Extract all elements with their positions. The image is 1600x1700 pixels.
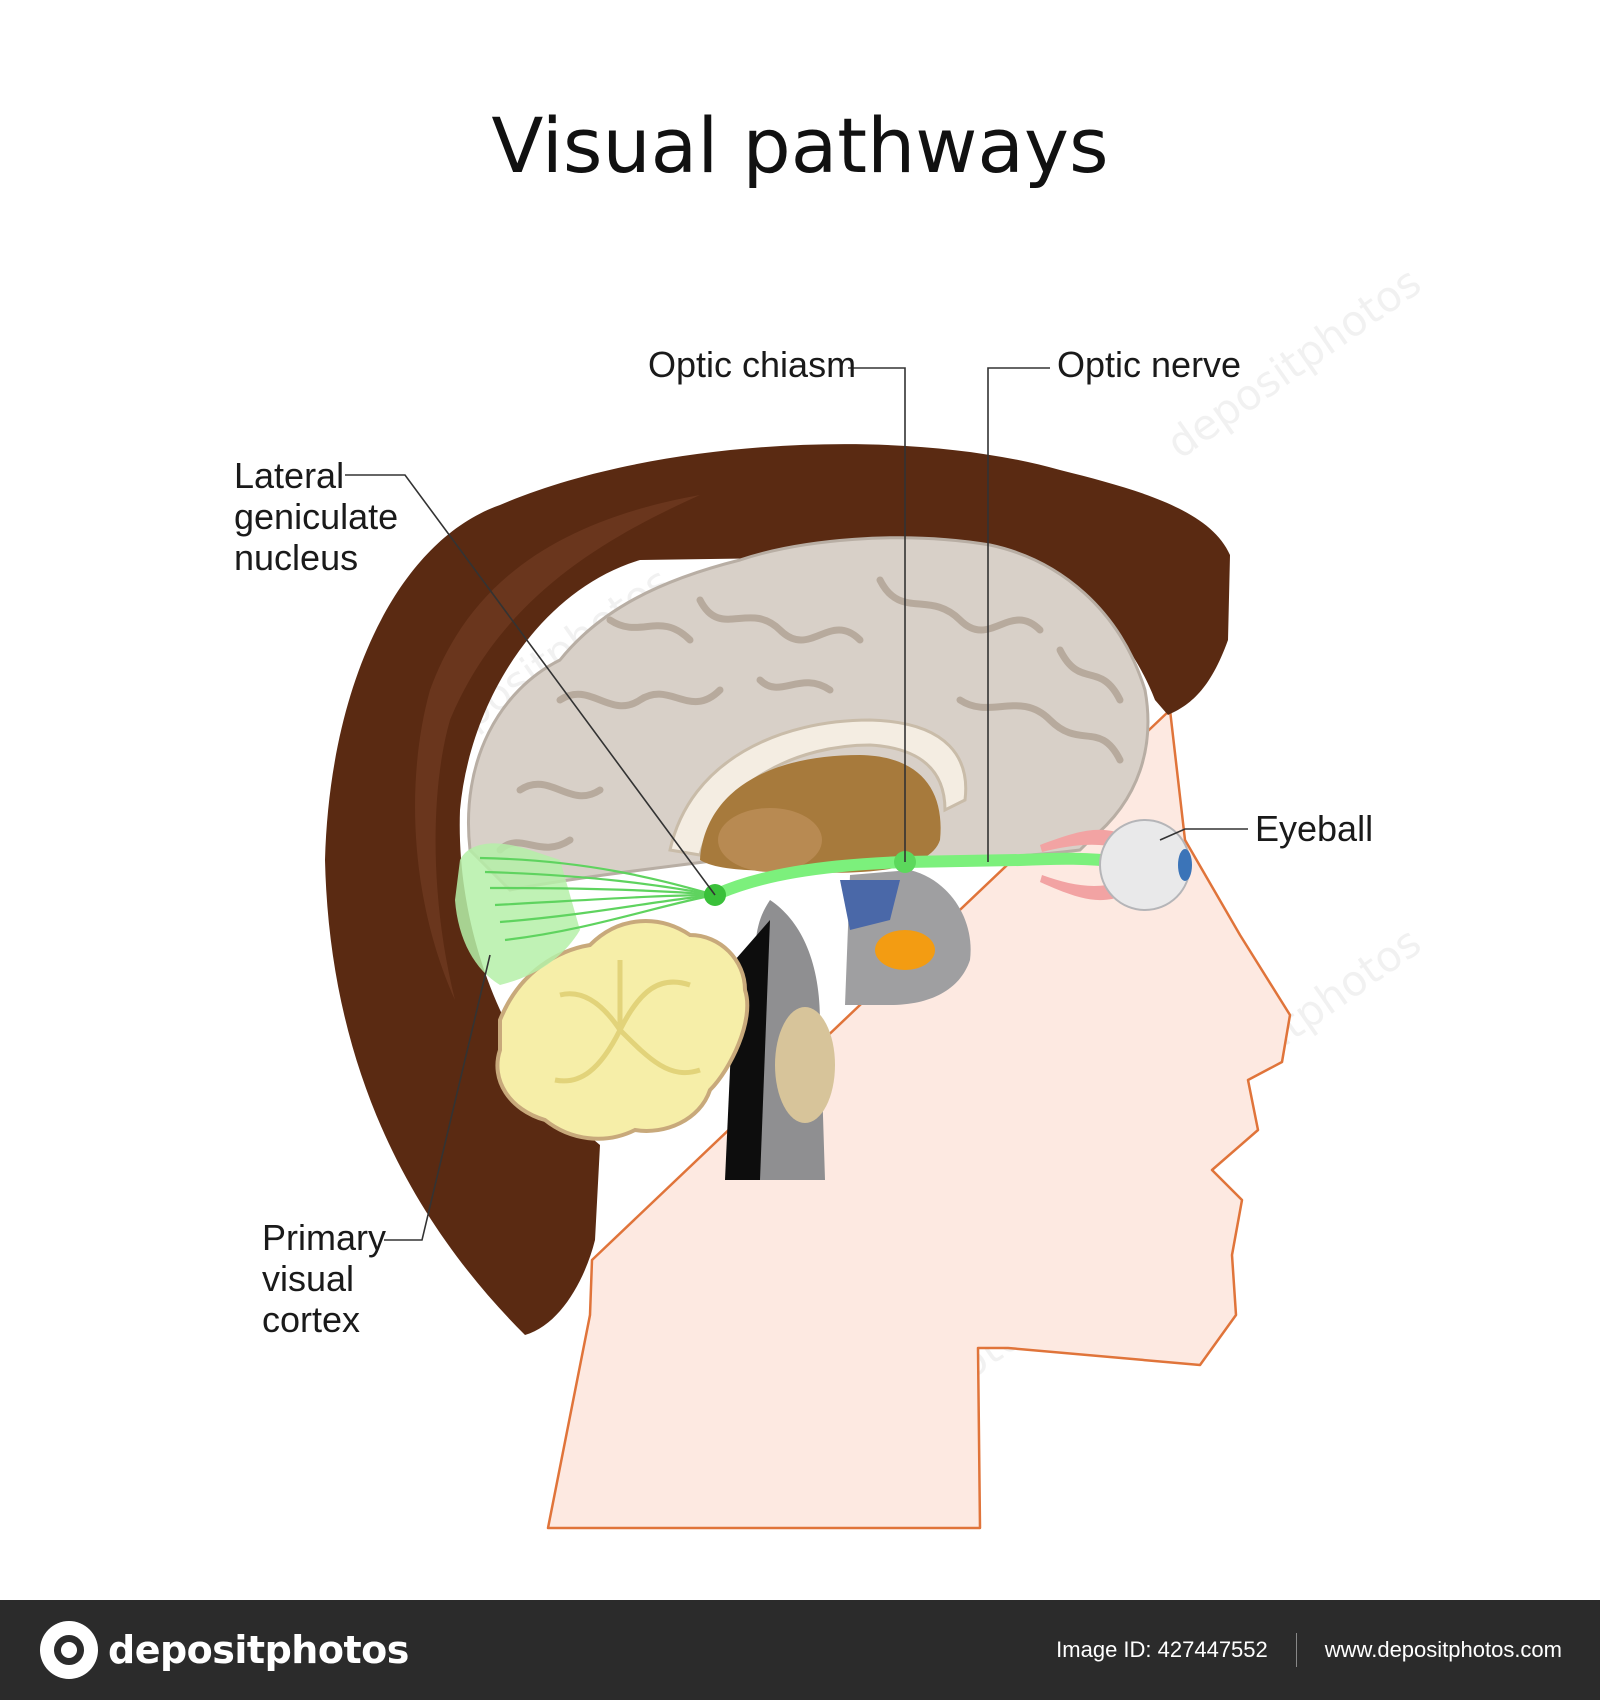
eye-iris [1178, 849, 1192, 881]
primary-visual-cortex [455, 843, 580, 985]
footer-bar: depositphotos Image ID: 427447552 www.de… [0, 1600, 1600, 1700]
leader-lines [345, 367, 1248, 1241]
label-pvc-line1: Primary [262, 1217, 386, 1258]
corpus-callosum [668, 718, 968, 857]
eye-muscle-upper [1040, 829, 1125, 852]
label-pvc-line3: cortex [262, 1299, 360, 1340]
label-eyeball: Eyeball [1255, 808, 1373, 849]
eye-muscle-lower [1040, 875, 1125, 901]
label-lgn-line2: geniculate [234, 496, 398, 537]
label-pvc-line2: visual [262, 1258, 354, 1299]
image-id: Image ID: 427447552 [1056, 1637, 1268, 1662]
pons [775, 1007, 835, 1123]
label-lgn-line3: nucleus [234, 537, 358, 578]
logo-icon [40, 1621, 98, 1679]
hypothalamus [840, 880, 900, 930]
logo-text: depositphotos [108, 1628, 409, 1672]
label-optic-chiasm: Optic chiasm [648, 344, 856, 385]
pituitary-gland [875, 930, 935, 970]
hair-highlight [415, 495, 700, 1000]
label-lgn-line1: Lateral [234, 455, 344, 496]
label-optic-nerve: Optic nerve [1057, 344, 1241, 385]
footer-divider [1295, 1633, 1297, 1667]
optic-radiations [479, 856, 716, 942]
footer-info: Image ID: 427447552 www.depositphotos.co… [1056, 1633, 1562, 1667]
visual-pathways-diagram: depositphotos depositphotos depositphoto… [234, 101, 1430, 1530]
site-url[interactable]: www.depositphotos.com [1324, 1637, 1562, 1662]
cerebellum-folia [554, 960, 701, 1084]
thalamus-nucleus [718, 808, 822, 872]
diagram-title: Visual pathways [491, 101, 1108, 190]
brand-logo[interactable]: depositphotos [40, 1621, 409, 1679]
